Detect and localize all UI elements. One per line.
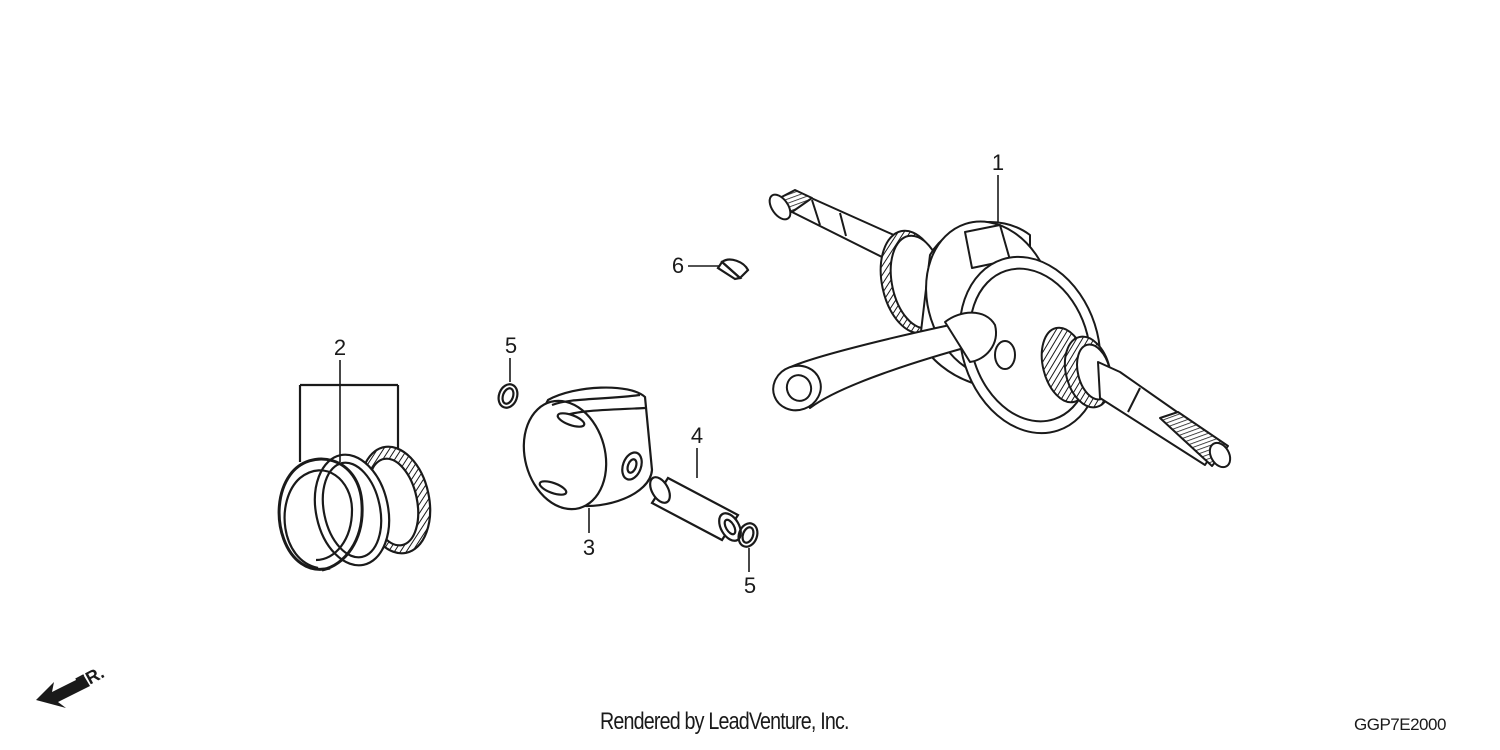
arrow-left-icon — [36, 676, 90, 708]
front-direction-arrow: FR. — [36, 662, 107, 708]
piston-pin-part[interactable] — [646, 474, 745, 545]
woodruff-key-part[interactable] — [716, 258, 750, 281]
footer-credit: Rendered by LeadVenture, Inc. — [600, 708, 849, 735]
piston-pin-clip-part-lower[interactable] — [735, 521, 760, 550]
piston-ring-set-part[interactable] — [277, 383, 439, 572]
callout-2: 2 — [334, 335, 346, 360]
callout-6: 6 — [672, 253, 684, 278]
callout-1: 1 — [992, 150, 1004, 175]
callout-3: 3 — [583, 535, 595, 560]
callout-5-upper: 5 — [505, 333, 517, 358]
diagram-code: GGP7E2000 — [1354, 715, 1446, 734]
callout-4: 4 — [691, 423, 703, 448]
piston-pin-clip-part-upper[interactable] — [495, 382, 520, 411]
callout-5-lower: 5 — [744, 573, 756, 598]
piston-part[interactable] — [512, 386, 654, 519]
crankshaft-part[interactable] — [765, 189, 1234, 471]
leader-lines — [339, 175, 999, 572]
